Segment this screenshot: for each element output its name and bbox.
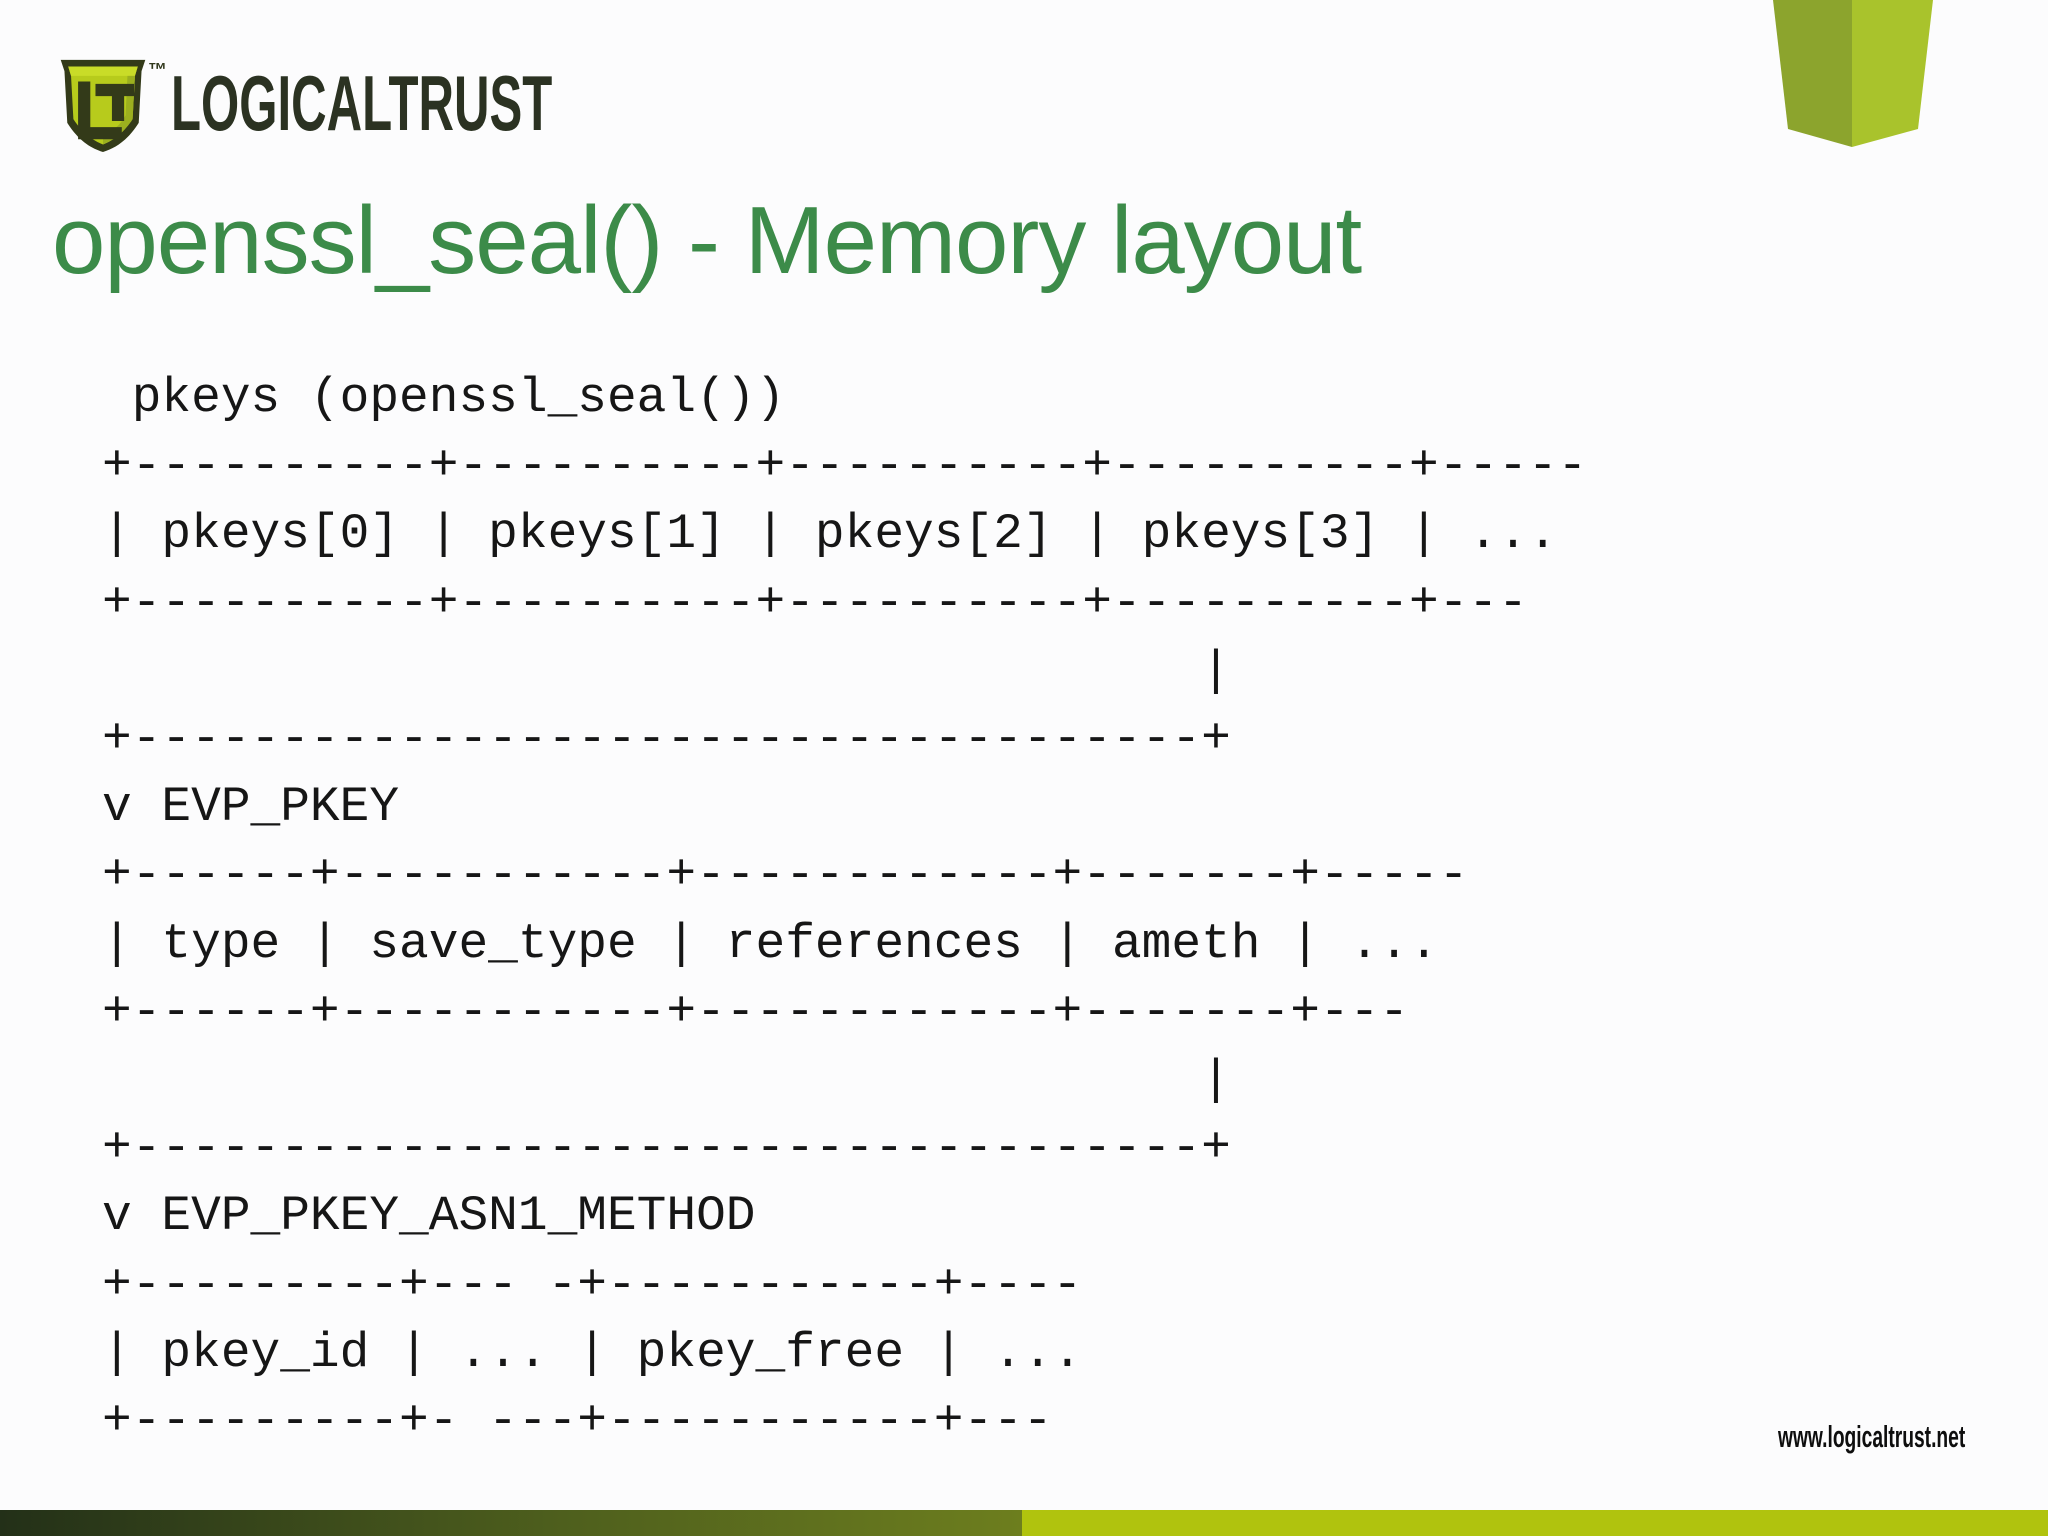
page-title: openssl_seal() - Memory layout [52, 187, 1362, 294]
logicaltrust-shield-icon [60, 59, 146, 152]
memory-layout-ascii-diagram: pkeys (openssl_seal()) +----------+-----… [102, 370, 1588, 1450]
footer-bar-gradient [0, 1510, 1022, 1536]
footer-website-url: www.logicaltrust.net [1778, 1419, 1966, 1454]
footer-bar-lime [1022, 1510, 2048, 1536]
corner-ribbon-decoration [1773, 0, 1933, 147]
trademark-symbol: ™ [148, 60, 167, 81]
brand-wordmark: LOGICALTRUST [171, 59, 553, 147]
